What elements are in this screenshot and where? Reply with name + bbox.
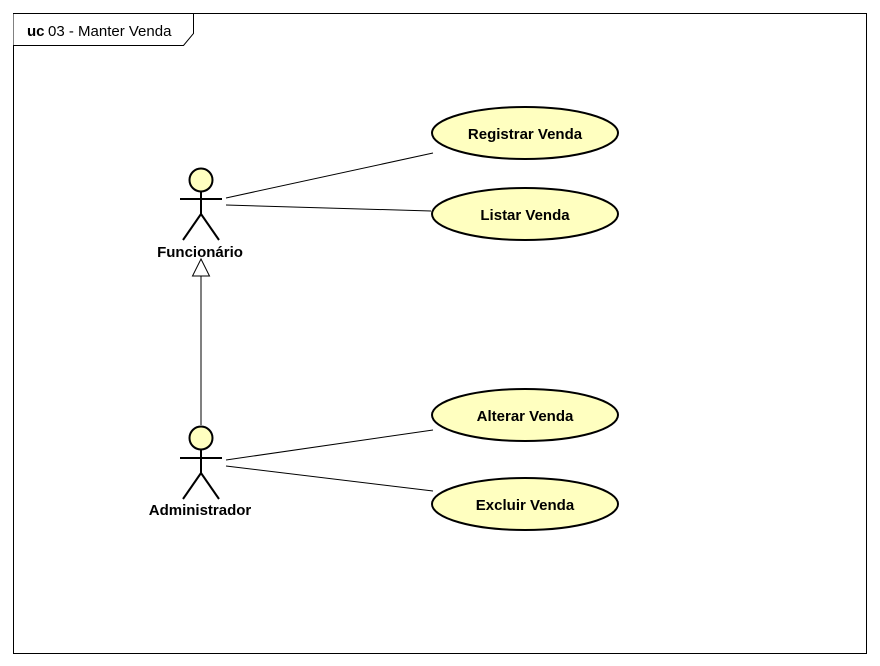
use-case-excluir-venda[interactable]: Excluir Venda bbox=[431, 477, 619, 531]
use-case-registrar-venda[interactable]: Registrar Venda bbox=[431, 106, 619, 160]
generalization-arrowhead bbox=[191, 257, 211, 277]
association-administrador-excluir-venda[interactable] bbox=[225, 465, 434, 492]
actor-funcionario[interactable]: Funcionário bbox=[157, 167, 243, 262]
use-case-label-listar-venda: Listar Venda bbox=[480, 207, 570, 224]
use-case-ellipse bbox=[431, 106, 619, 160]
use-case-label-alterar-venda: Alterar Venda bbox=[477, 408, 574, 425]
diagram-frame bbox=[13, 13, 867, 654]
use-case-alterar-venda[interactable]: Alterar Venda bbox=[431, 388, 619, 442]
association-administrador-alterar-venda[interactable] bbox=[225, 429, 434, 461]
actor-head bbox=[188, 425, 214, 451]
actor-right-leg bbox=[200, 213, 220, 241]
actor-right-leg bbox=[200, 472, 220, 500]
use-case-label-excluir-venda: Excluir Venda bbox=[476, 497, 575, 514]
use-case-ellipse bbox=[431, 388, 619, 442]
use-case-listar-venda[interactable]: Listar Venda bbox=[431, 187, 619, 241]
actor-administrador[interactable]: Administrador bbox=[149, 425, 252, 520]
generalization-administrador-funcionario[interactable] bbox=[191, 257, 211, 425]
frame-name: 03 - Manter Venda bbox=[48, 23, 172, 40]
actor-left-leg bbox=[182, 213, 202, 241]
actor-label-administrador: Administrador bbox=[149, 502, 252, 519]
association-funcionario-registrar-venda[interactable] bbox=[225, 152, 434, 199]
actor-head bbox=[188, 167, 214, 193]
use-case-ellipse bbox=[431, 477, 619, 531]
actor-label-funcionario: Funcionário bbox=[157, 244, 243, 261]
association-funcionario-listar-venda[interactable] bbox=[225, 204, 432, 212]
actor-left-leg bbox=[182, 472, 202, 500]
use-case-label-registrar-venda: Registrar Venda bbox=[468, 126, 583, 143]
frame-name-tab bbox=[13, 13, 194, 46]
frame-keyword: uc bbox=[27, 23, 45, 40]
use-case-ellipse bbox=[431, 187, 619, 241]
associations bbox=[225, 152, 434, 492]
